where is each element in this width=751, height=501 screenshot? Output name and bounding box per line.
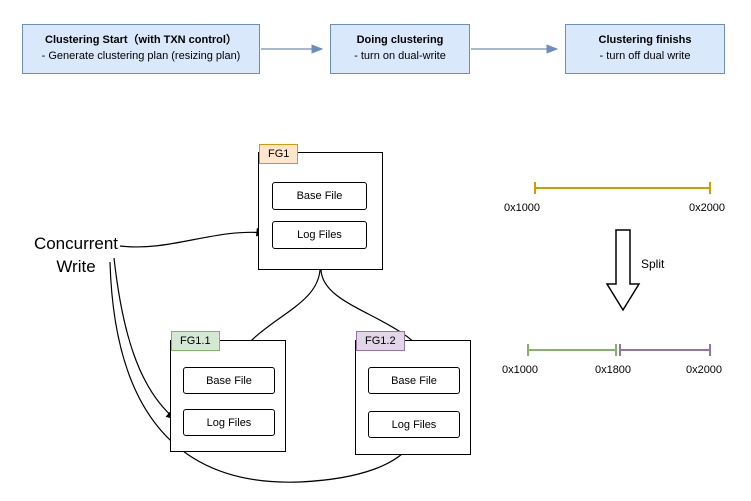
timeline-top-start-label: 0x1000 [503, 202, 541, 214]
flow-step-doing-clustering: Doing clustering - turn on dual-write [330, 24, 470, 74]
fg11-base-file-box: Base File [183, 367, 275, 394]
fg1-log-files-box: Log Files [272, 221, 367, 249]
fg11-tag: FG1.1 [171, 331, 220, 351]
split-down-arrow [605, 229, 641, 312]
fg1-group-box [258, 152, 383, 270]
timeline-bottom [527, 344, 711, 356]
flow-step-title: Clustering finishs [598, 34, 692, 47]
fg12-base-file-box: Base File [368, 367, 460, 394]
fg1-tag: FG1 [259, 144, 299, 164]
timeline-bottom-end-label: 0x2000 [685, 364, 723, 376]
concurrent-write-arrow-to-fg1-log [119, 227, 267, 248]
timeline-top [534, 182, 711, 194]
flow-step-clustering-start: Clustering Start（with TXN control） - Gen… [22, 24, 260, 74]
timeline-bottom-mid-label: 0x1800 [594, 364, 632, 376]
fg12-log-files-box: Log Files [368, 411, 460, 438]
fg11-log-files-box: Log Files [183, 409, 275, 436]
flow-step-title: Clustering Start（with TXN control） [45, 34, 237, 47]
split-label: Split [641, 257, 665, 271]
flow-step-clustering-finishs: Clustering finishs - turn off dual write [565, 24, 725, 74]
flow-step-subtitle: - turn off dual write [599, 50, 691, 62]
fg1-base-file-box: Base File [272, 182, 367, 210]
flow-step-subtitle: - turn on dual-write [354, 50, 446, 62]
flow-step-title: Doing clustering [356, 34, 444, 47]
concurrent-write-arrow-to-fg11-log [113, 257, 176, 420]
concurrent-write-label: Concurrent Write [33, 234, 119, 276]
fg12-tag: FG1.2 [356, 331, 405, 351]
flow-step-subtitle: - Generate clustering plan (resizing pla… [41, 50, 241, 62]
timeline-top-end-label: 0x2000 [688, 202, 726, 214]
timeline-bottom-start-label: 0x1000 [501, 364, 539, 376]
